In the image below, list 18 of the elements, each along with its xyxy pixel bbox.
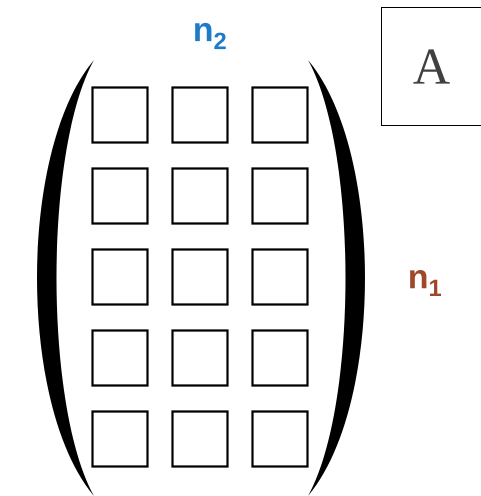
dimension-label: n$_{2}$ [195,22,226,50]
matrix-cell [91,167,149,225]
matrix-cell [91,248,149,306]
matrix-cell [251,329,309,387]
matrix-cell [251,248,309,306]
matrix-cell [251,86,309,144]
matrix-name-box: A [381,7,481,126]
matrix-cell [171,167,229,225]
matrix-cell [171,329,229,387]
matrix-cell [251,167,309,225]
matrix-cell [251,410,309,468]
matrix-cell [171,410,229,468]
dimension-label: n$_{1}$ [410,270,442,296]
matrix-cell [171,86,229,144]
matrix-cell [91,410,149,468]
matrix-cell [91,86,149,144]
matrix-cell [171,248,229,306]
matrix-cell [91,329,149,387]
